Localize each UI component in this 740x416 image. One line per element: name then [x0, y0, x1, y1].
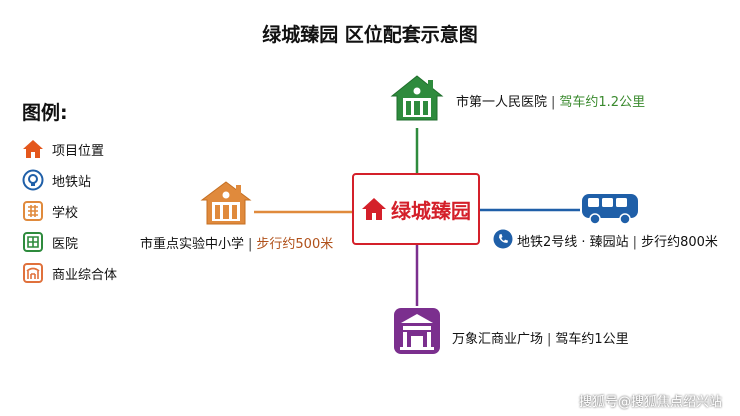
project-name: 绿城臻园: [391, 198, 471, 223]
project-house-icon: [361, 196, 387, 222]
legend-label-mall: 商业综合体: [52, 267, 118, 283]
mall-distance: 驾车约1公里: [555, 332, 629, 347]
school-label: 市重点实验中小学|步行约500米: [140, 237, 334, 252]
legend-item-school: 学校: [22, 200, 78, 222]
legend-item-metro: 地铁站: [22, 169, 91, 191]
hospital-name: 市第一人民医院: [456, 95, 548, 110]
diagram-title: 绿城臻园 区位配套示意图: [262, 24, 478, 46]
mall-name: 万象汇商业广场: [452, 332, 544, 347]
legend-item-mall: 商业综合体: [22, 262, 117, 284]
mall-building-icon: [392, 306, 442, 356]
legend-item-project: 项目位置: [22, 138, 104, 160]
metro-distance: 步行约800米: [641, 235, 718, 250]
hospital-distance: 驾车约1.2公里: [559, 95, 646, 110]
legend-title: 图例:: [22, 102, 68, 124]
watermark: 搜狐号@搜狐焦点绍兴站: [578, 395, 722, 410]
legend-label-project: 项目位置: [52, 143, 105, 159]
metro-icon: [22, 169, 44, 191]
mall-icon: [22, 262, 44, 284]
mall-label: 万象汇商业广场|驾车约1公里: [452, 332, 629, 347]
project-center-box: 绿城臻园: [352, 173, 480, 245]
school-building-icon: [200, 180, 252, 226]
house-icon: [22, 138, 44, 160]
metro-label: 地铁2号线 · 臻园站|步行约800米: [517, 235, 718, 250]
bus-icon: [580, 192, 640, 226]
school-name: 市重点实验中小学: [140, 237, 245, 252]
metro-name: 地铁2号线 · 臻园站: [517, 235, 629, 250]
legend-label-hospital: 医院: [52, 236, 79, 252]
school-icon: [22, 200, 44, 222]
legend-label-school: 学校: [52, 205, 79, 221]
legend-label-metro: 地铁站: [52, 174, 92, 190]
school-distance: 步行约500米: [256, 237, 334, 252]
hospital-icon: [22, 231, 44, 253]
legend-item-hospital: 医院: [22, 231, 78, 253]
phone-icon: [493, 229, 513, 249]
hospital-label: 市第一人民医院|驾车约1.2公里: [456, 95, 646, 110]
hospital-building-icon: [390, 74, 444, 122]
